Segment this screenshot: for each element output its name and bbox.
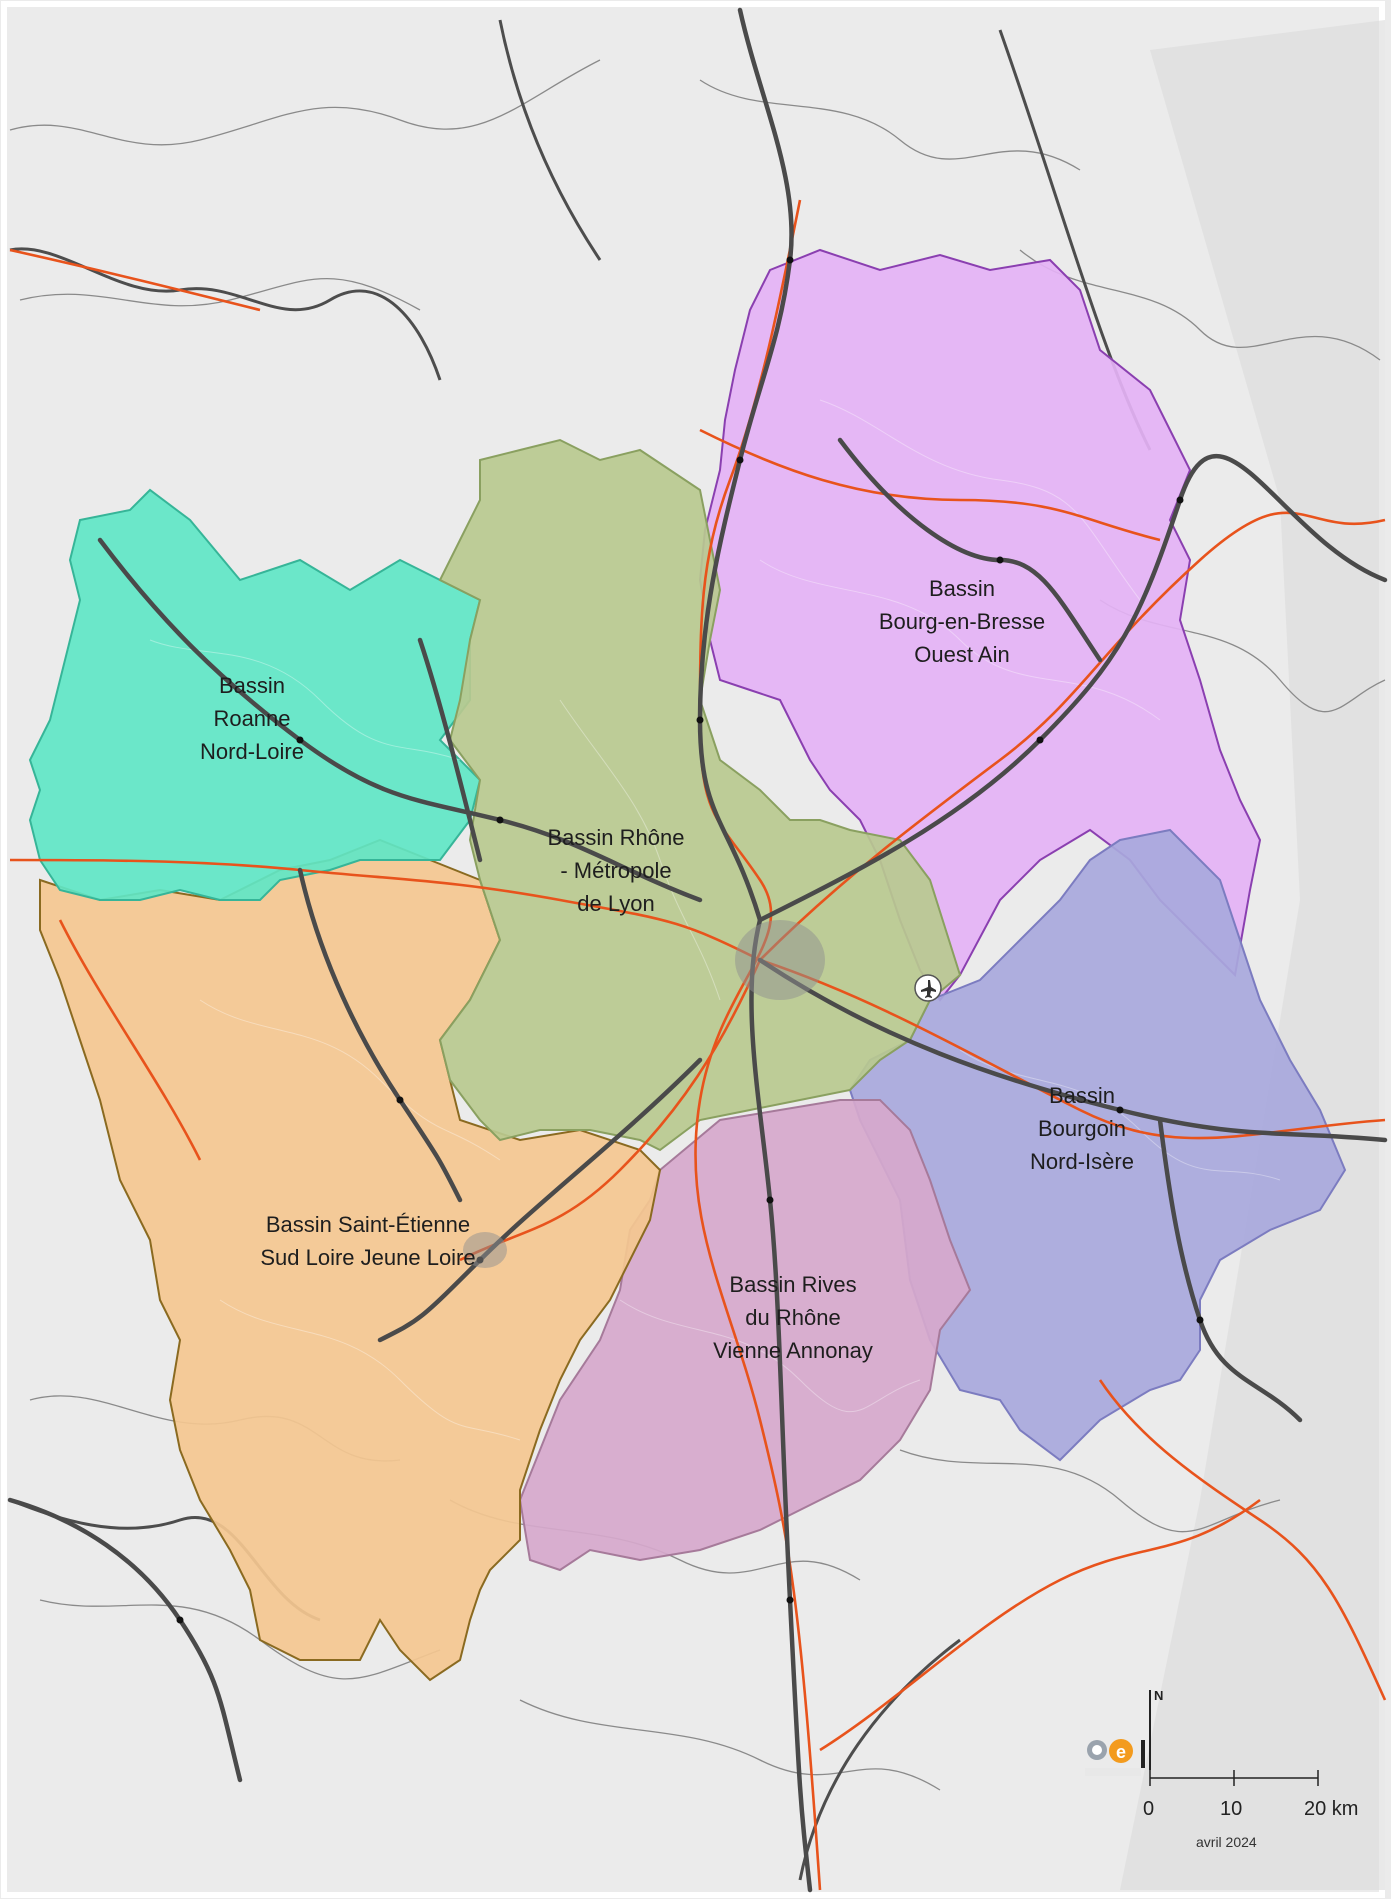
label-vienne: Bassin Rives du Rhône Vienne Annonay	[713, 1272, 873, 1363]
label-lyon-line-3: de Lyon	[577, 891, 654, 916]
label-lyon: Bassin Rhône - Métropole de Lyon	[548, 825, 685, 916]
label-stetienne-line-2: Sud Loire Jeune Loire	[260, 1245, 475, 1270]
label-bourg-line-2: Bourg-en-Bresse	[879, 609, 1045, 634]
label-bourg-line-1: Bassin	[929, 576, 995, 601]
airport-icon	[914, 974, 942, 1002]
label-roanne: Bassin Roanne Nord-Loire	[200, 673, 304, 764]
label-bourg: Bassin Bourg-en-Bresse Ouest Ain	[879, 576, 1045, 667]
relief-shading	[1120, 20, 1385, 1890]
north-arrow: N	[1149, 1688, 1163, 1770]
scale-tick-10: 10	[1220, 1798, 1242, 1820]
label-lyon-line-1: Bassin Rhône	[548, 825, 685, 850]
region-lyon[interactable]	[438, 438, 962, 1152]
label-lyon-line-2: - Métropole	[560, 858, 671, 883]
label-stetienne: Bassin Saint-Étienne Sud Loire Jeune Loi…	[260, 1212, 475, 1270]
label-stetienne-line-1: Bassin Saint-Étienne	[266, 1212, 470, 1237]
north-label: N	[1154, 1688, 1163, 1703]
label-bourgoin-line-3: Nord-Isère	[1030, 1149, 1134, 1174]
label-bourg-line-3: Ouest Ain	[914, 642, 1009, 667]
scale-tick-20: 20 km	[1304, 1798, 1358, 1820]
label-bourgoin-line-2: Bourgoin	[1038, 1116, 1126, 1141]
scale-tick-0: 0	[1143, 1798, 1154, 1820]
label-roanne-line-1: Bassin	[219, 673, 285, 698]
label-vienne-line-1: Bassin Rives	[729, 1272, 856, 1297]
label-roanne-line-2: Roanne	[213, 706, 290, 731]
lyon-urban-area	[735, 920, 825, 1000]
map-date: avril 2024	[1196, 1834, 1257, 1850]
svg-text:e: e	[1116, 1742, 1126, 1762]
agency-logo-icon: e	[1085, 1739, 1145, 1776]
saint-etienne-urban-area	[463, 1232, 507, 1268]
label-bourgoin: Bassin Bourgoin Nord-Isère	[1030, 1083, 1134, 1174]
road-network	[9, 199, 1387, 1891]
label-roanne-line-3: Nord-Loire	[200, 739, 304, 764]
region-vienne[interactable]	[518, 1099, 972, 1572]
scale-bar: 0 10 20 km avril 2024	[1143, 1770, 1358, 1850]
label-bourgoin-line-1: Bassin	[1049, 1083, 1115, 1108]
label-vienne-line-2: du Rhône	[745, 1305, 840, 1330]
label-vienne-line-3: Vienne Annonay	[713, 1338, 873, 1363]
